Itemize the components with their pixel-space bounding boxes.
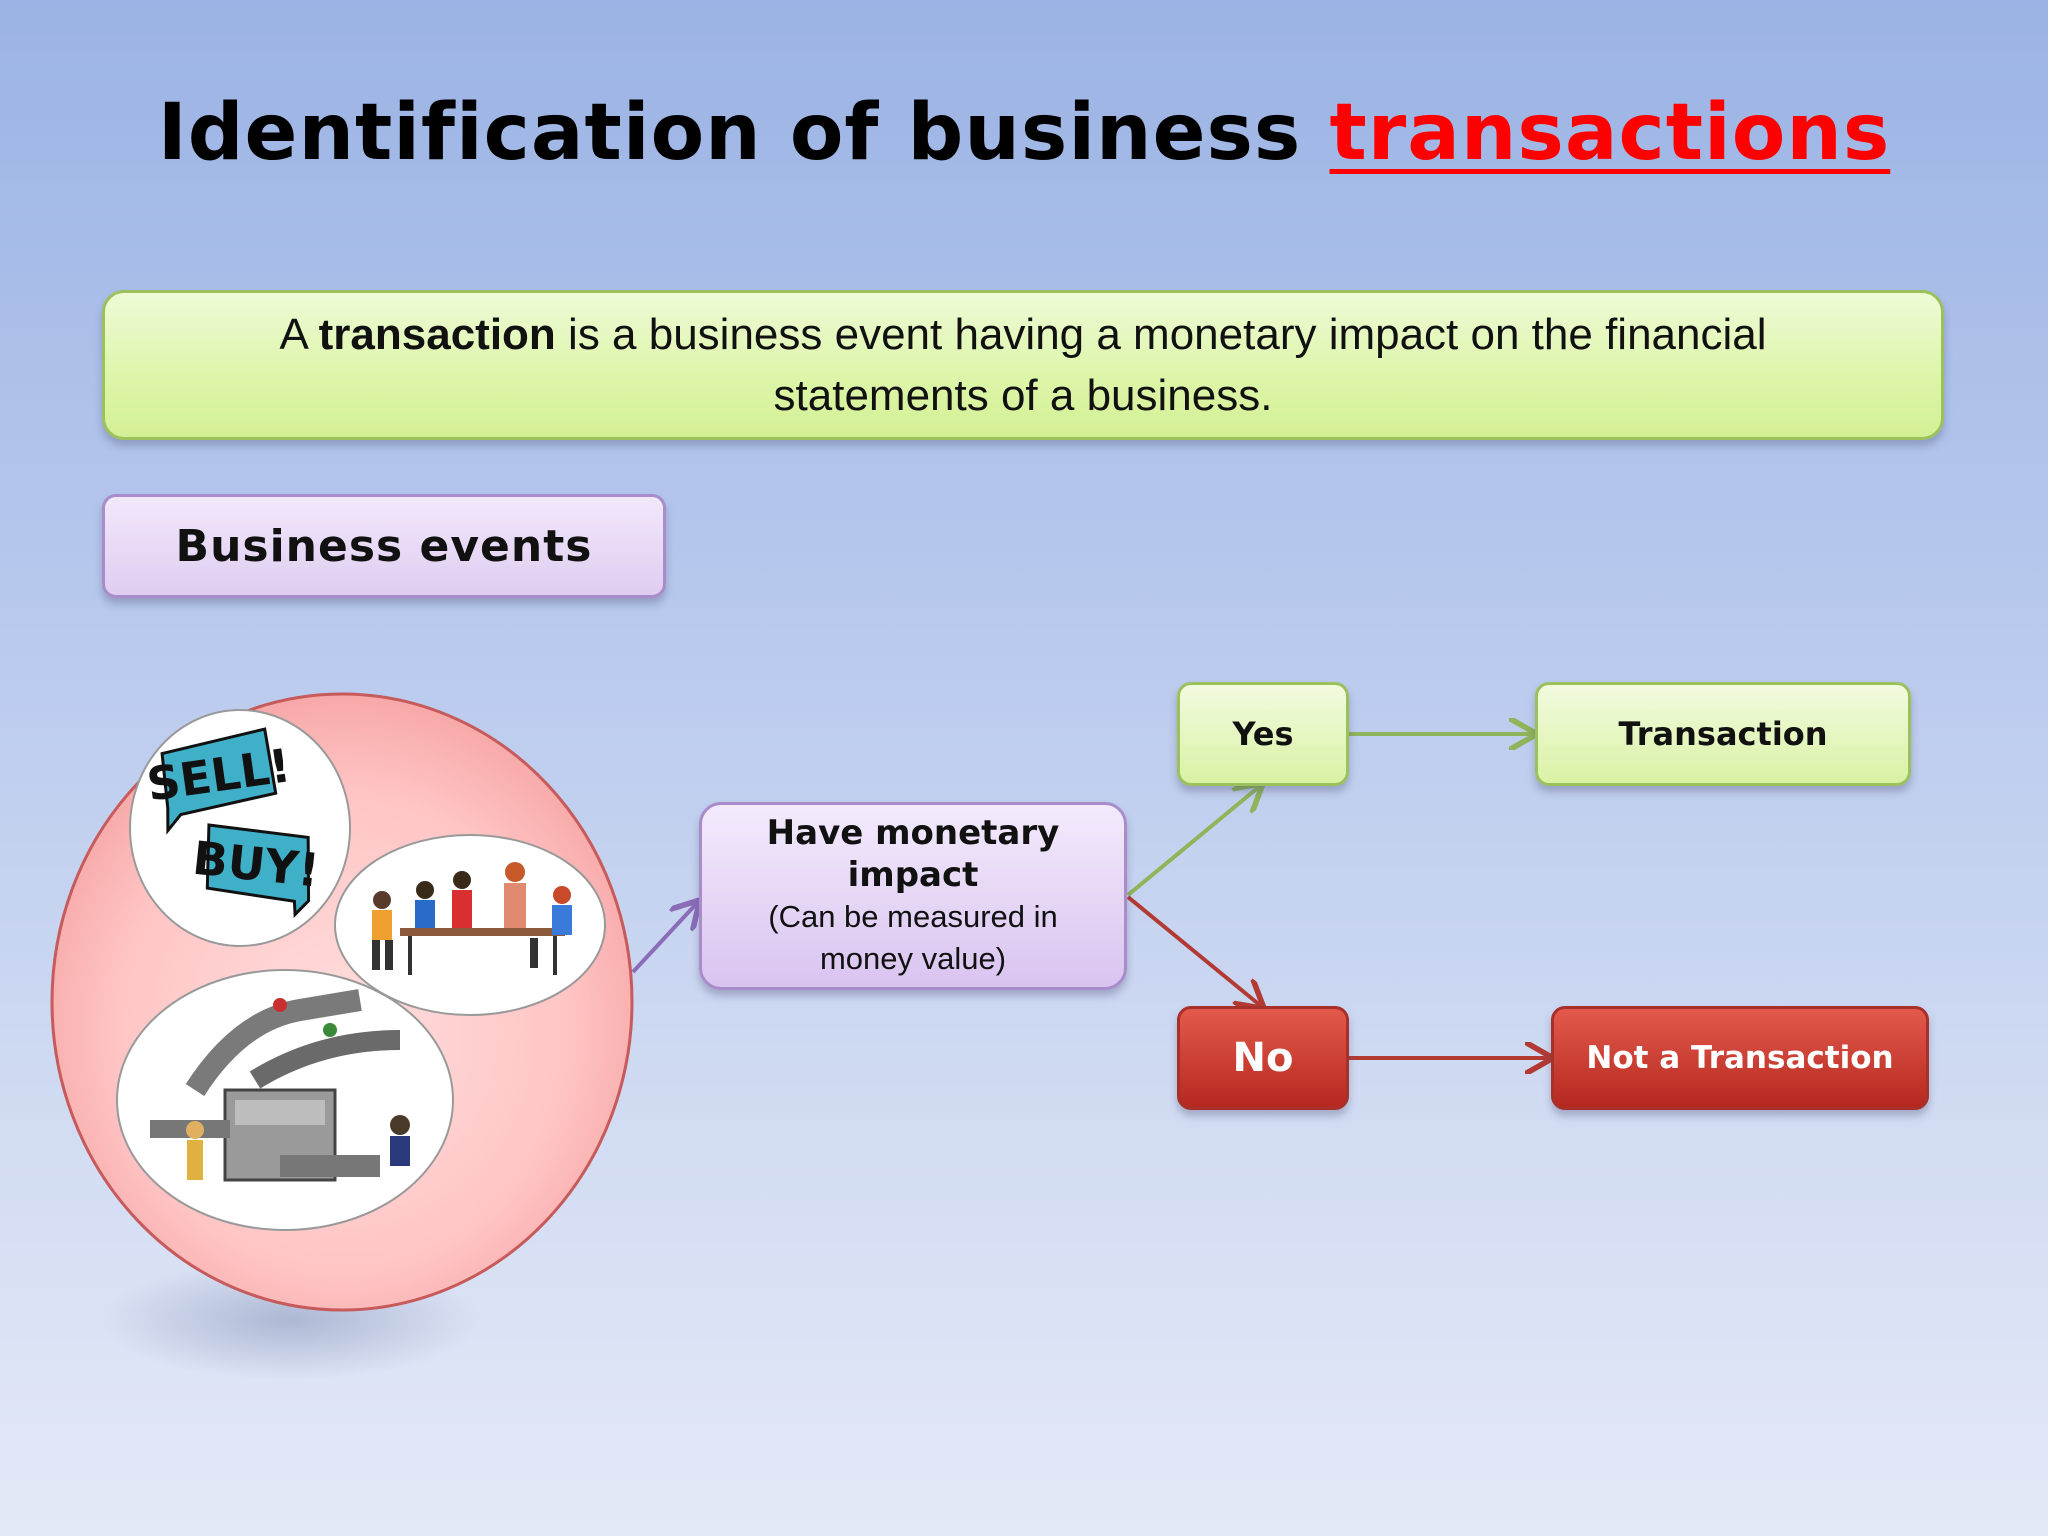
buy-text: BUY! [190,831,322,898]
question-subtitle: (Can be measured in money value) [768,899,1058,976]
slide-title: Identification of business transactions [0,88,2048,178]
question-to-yes-arrow [1126,786,1260,897]
sell-buy-illustration: SELL! BUY! [129,709,351,947]
no-box: No [1177,1006,1349,1110]
meeting-illustration [334,834,606,1016]
factory-illustration [116,969,454,1231]
question-to-no-arrow [1126,895,1261,1006]
title-prefix: Identification of business [157,88,1330,178]
business-events-label: Business events [102,494,666,598]
title-highlight: transactions [1329,88,1891,178]
yes-box: Yes [1177,682,1349,786]
definition-post: is a business event having a monetary im… [555,310,1767,420]
transaction-box: Transaction [1535,682,1911,786]
not-transaction-box: Not a Transaction [1551,1006,1929,1110]
definition-text: A transaction is a business event having… [185,304,1861,426]
question-title: Have monetary impact [766,813,1060,895]
definition-box: A transaction is a business event having… [102,290,1944,440]
question-box: Have monetary impact (Can be measured in… [699,802,1127,990]
definition-keyword: transaction [318,310,556,359]
definition-pre: A [279,310,319,359]
events-to-question-arrow [631,903,697,974]
